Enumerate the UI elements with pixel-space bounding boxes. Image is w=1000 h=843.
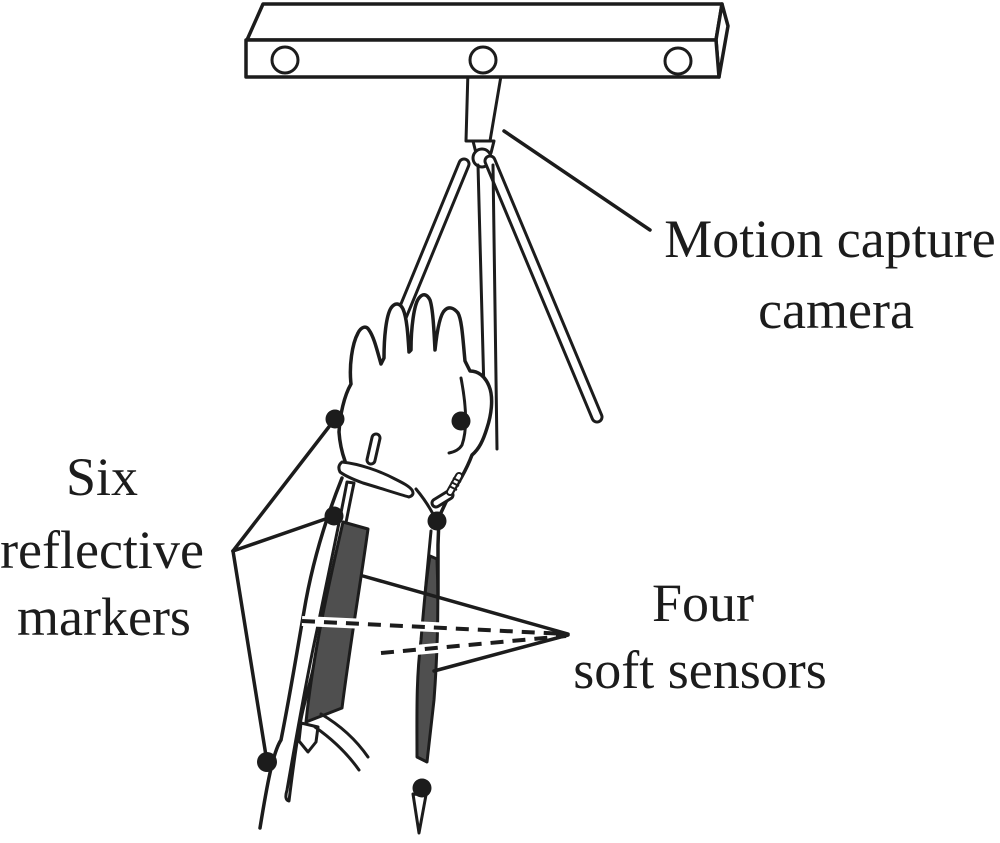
tripod-mount <box>464 68 504 169</box>
label-four-soft-sensors: Four soft sensors <box>573 573 827 700</box>
hatch-ticks <box>448 477 462 491</box>
dashed-leader-casing-upper <box>301 616 563 638</box>
solid-leader-upper <box>361 574 570 636</box>
leader-arrow-tip <box>556 629 570 640</box>
hand-and-forearm <box>258 293 494 836</box>
markers-label-line3: markers <box>17 587 191 647</box>
camera-bar <box>244 2 730 79</box>
marker-dot-hand-left <box>325 409 345 429</box>
camera-lens-left <box>270 45 300 75</box>
wrist-strap <box>337 460 415 499</box>
marker-leader-bottom <box>231 549 269 764</box>
sensor-right-body <box>415 554 440 764</box>
label-motion-capture-camera: Motion capture camera <box>664 209 995 340</box>
marker-dot-wrist-left <box>324 506 344 526</box>
tripod-center-column-right-edge <box>491 163 499 451</box>
marker-dot-wrist-right <box>427 511 447 531</box>
bar-top-face <box>245 2 724 42</box>
marker-dot-hand-right <box>451 411 471 431</box>
wrist-tab-fill <box>433 492 452 506</box>
sensor-cable-upper <box>319 712 370 759</box>
marker-leader-lines <box>231 417 337 764</box>
marker-leader-top <box>231 417 337 553</box>
camera-lens-middle <box>468 45 498 75</box>
camera-lens-right <box>663 46 693 76</box>
mount-column <box>464 68 504 143</box>
label-six-reflective-markers: Six reflective markers <box>0 447 204 647</box>
camera-leader-line <box>502 129 652 232</box>
marker-dot-forearm-right <box>412 778 432 798</box>
camera-label-line1: Motion capture <box>664 209 995 269</box>
sensors-label-line1: Four <box>652 573 754 633</box>
hand-stick-fill <box>368 435 379 463</box>
dashed-leader-upper <box>301 619 567 636</box>
tripod-leg-left-fill <box>390 160 468 338</box>
sensor-cable-lower <box>313 725 361 772</box>
strap-to-wrist-line <box>414 487 435 516</box>
sensor-leader-lines <box>301 574 570 673</box>
thumb-divider-line <box>447 376 468 455</box>
markers-label-line2: reflective <box>0 520 204 580</box>
marker-leader-middle <box>231 514 336 553</box>
sensors-label-line2: soft sensors <box>573 640 827 700</box>
tripod-leg-right-fill <box>486 157 601 421</box>
camera-label-line2: camera <box>758 280 914 340</box>
solid-leader-lower <box>432 633 570 673</box>
dashed-leader-lower <box>380 634 567 655</box>
markers-label-line1: Six <box>66 447 138 507</box>
marker-dot-forearm-left <box>257 752 277 772</box>
tripod-legs <box>387 154 604 451</box>
reflective-markers <box>257 409 471 798</box>
